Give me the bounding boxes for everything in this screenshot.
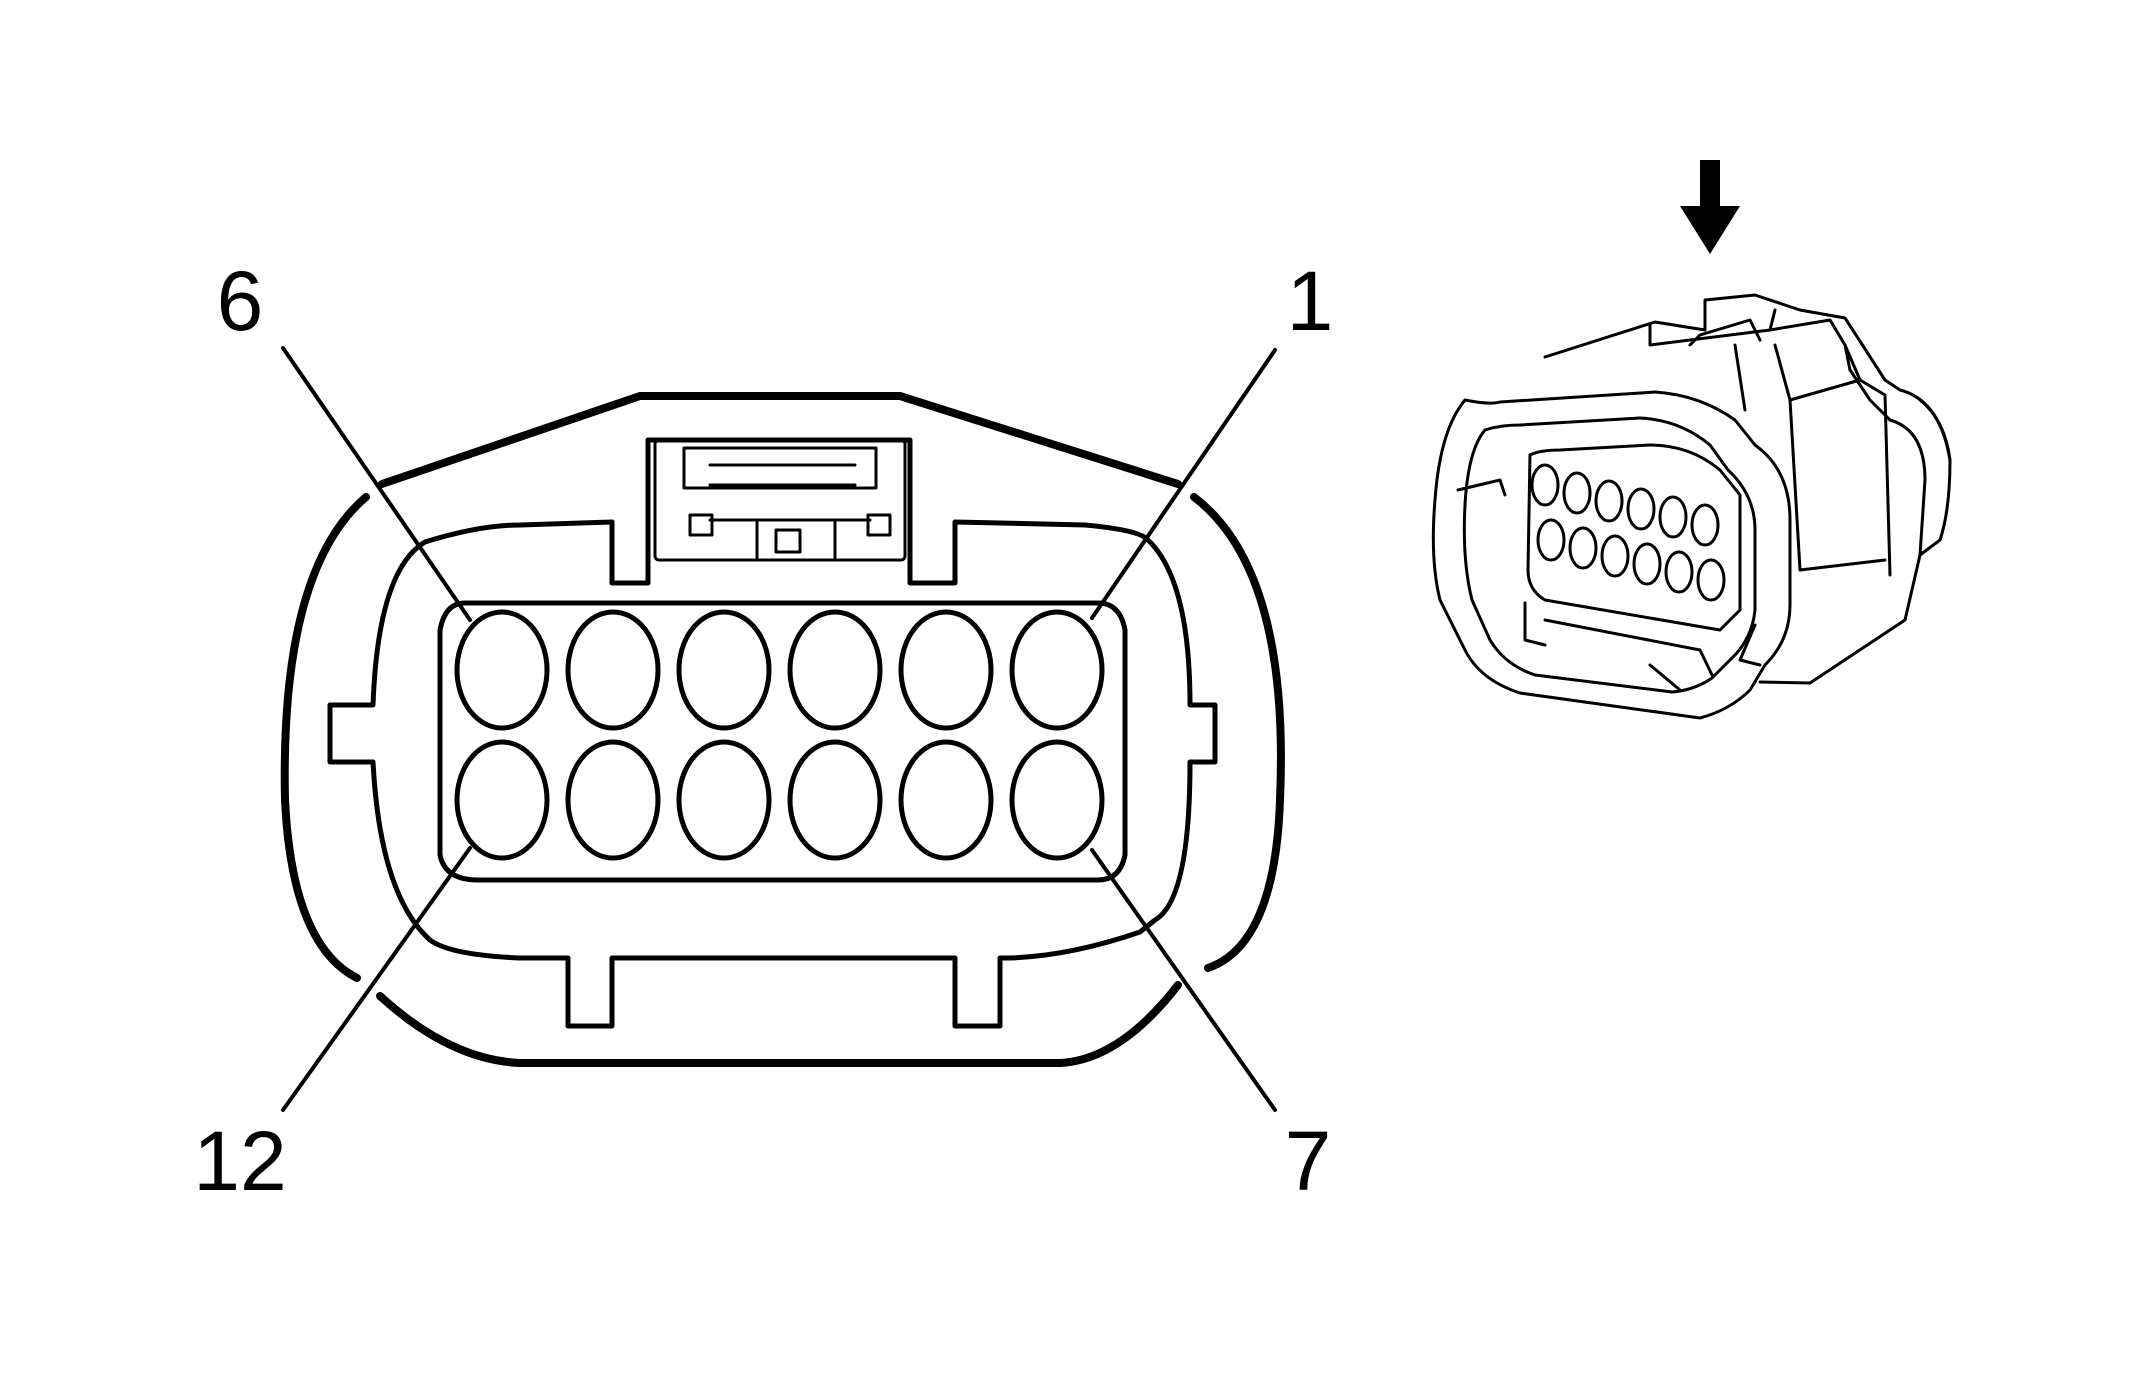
cavity-pin-3: [787, 609, 883, 731]
perspective-cavity: [1690, 503, 1720, 547]
cavity-pin-2: [898, 609, 994, 731]
cavity-pin-4: [676, 609, 772, 731]
leader-line-pin-1: [1090, 348, 1277, 620]
cavity-grid: [454, 609, 1105, 861]
perspective-cavity: [1562, 471, 1592, 515]
leader-line-pin-7: [1090, 848, 1277, 1112]
pin-label-6: 6: [217, 254, 264, 348]
perspective-cavity: [1530, 463, 1560, 507]
perspective-cavity: [1536, 518, 1566, 562]
pin-label-1: 1: [1287, 254, 1334, 348]
latch: [653, 438, 907, 562]
perspective-cavity-grid: [1530, 463, 1726, 602]
cavity-pin-7: [1009, 739, 1105, 861]
connector-face-view: 6 1 12 7: [193, 254, 1333, 1208]
cavity-pin-8: [898, 739, 994, 861]
housing-inner-wall: [327, 437, 1218, 1029]
perspective-cavity-insert: [1526, 443, 1742, 632]
perspective-cavity: [1626, 487, 1656, 531]
pin-label-12: 12: [193, 1114, 286, 1208]
cavity-pin-9: [787, 739, 883, 861]
perspective-cavity: [1632, 542, 1662, 586]
cavity-pin-10: [676, 739, 772, 861]
cavity-pin-11: [565, 739, 661, 861]
connector-perspective-view: [1431, 160, 1952, 720]
perspective-cavity: [1594, 479, 1624, 523]
pin-label-7: 7: [1285, 1114, 1332, 1208]
callout-leaders: [281, 346, 1277, 1112]
connector-front-collar: [1431, 390, 1792, 720]
cavity-pin-1: [1009, 609, 1105, 731]
perspective-cavity: [1664, 550, 1694, 594]
perspective-cavity: [1658, 495, 1688, 539]
cavity-pin-6: [454, 609, 550, 731]
cavity-pin-12: [454, 739, 550, 861]
leader-line-pin-12: [281, 846, 472, 1112]
cavity-block: [437, 600, 1128, 883]
perspective-cavity: [1568, 526, 1598, 570]
perspective-cavity: [1600, 534, 1630, 578]
down-arrow-icon: [1680, 160, 1740, 254]
cavity-pin-5: [565, 609, 661, 731]
housing-outer-shell: [280, 392, 1285, 1067]
perspective-cavity: [1696, 558, 1726, 602]
leader-line-pin-6: [281, 346, 472, 622]
